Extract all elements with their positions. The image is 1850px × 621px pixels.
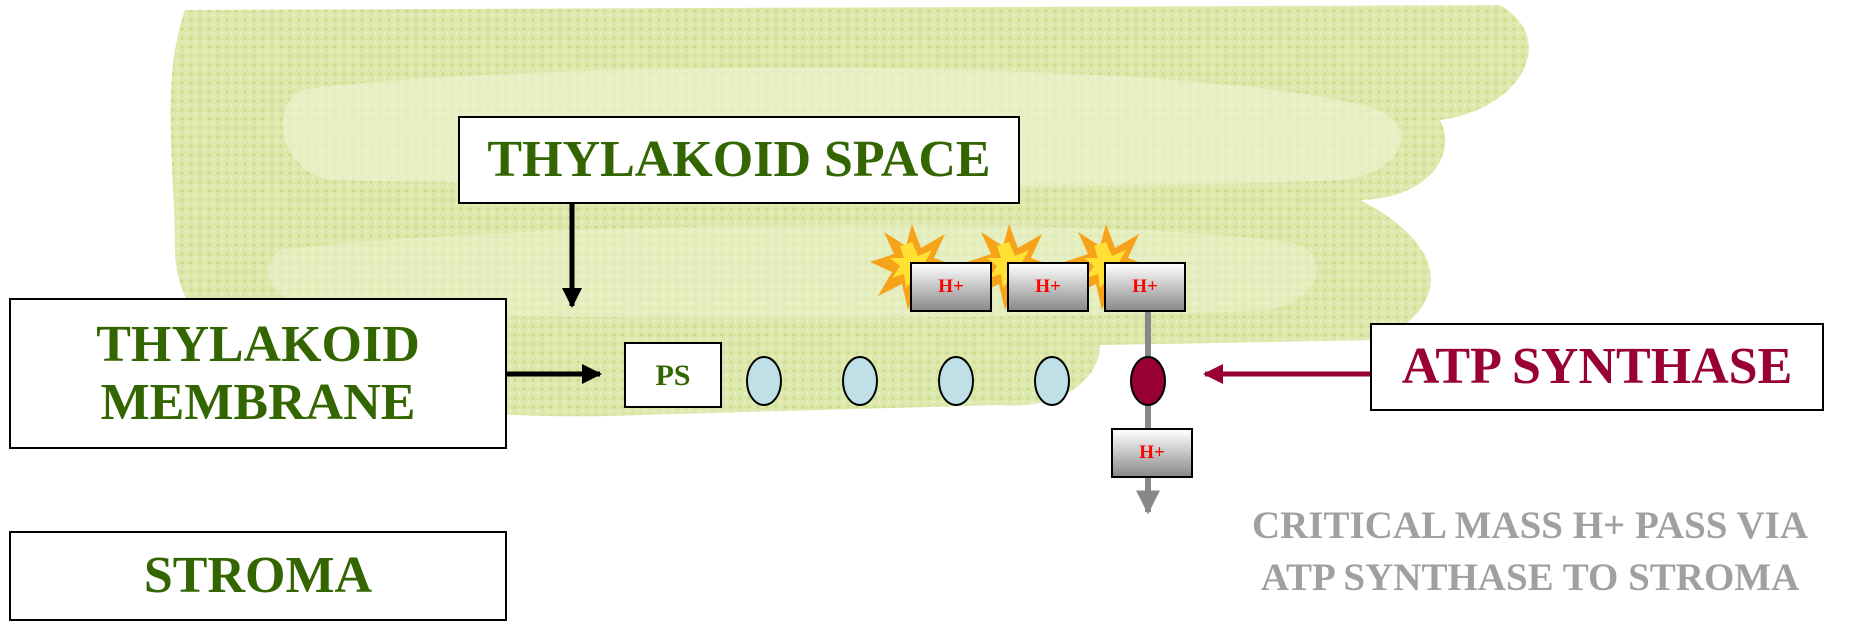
atp-synthase-channel [1130, 356, 1166, 406]
photosystem-box: PS [624, 342, 722, 408]
thylakoid-background [170, 5, 1529, 417]
atp-synthase-label: ATP SYNTHASE [1370, 323, 1824, 411]
photosystem-text: PS [655, 358, 691, 392]
proton-box-3: H+ [1104, 262, 1186, 312]
carrier-oval-4 [1034, 356, 1070, 406]
proton-box-passing: H+ [1111, 428, 1193, 478]
carrier-oval-2 [842, 356, 878, 406]
thylakoid-membrane-line1: THYLAKOID [96, 316, 420, 374]
thylakoid-space-text: THYLAKOID SPACE [487, 131, 991, 189]
caption-line2: ATP SYNTHASE TO STROMA [1260, 556, 1800, 599]
thylakoid-membrane-line2: MEMBRANE [100, 373, 416, 431]
thylakoid-space-label: THYLAKOID SPACE [458, 116, 1020, 204]
proton-box-2: H+ [1007, 262, 1089, 312]
carrier-oval-3 [938, 356, 974, 406]
caption: CRITICAL MASS H+ PASS VIA ATP SYNTHASE T… [1215, 500, 1845, 604]
caption-line1: CRITICAL MASS H+ PASS VIA [1251, 504, 1809, 547]
stroma-text: STROMA [143, 547, 373, 605]
thylakoid-membrane-label: THYLAKOID MEMBRANE [9, 298, 507, 449]
atp-synthase-text: ATP SYNTHASE [1401, 338, 1793, 396]
proton-box-1: H+ [910, 262, 992, 312]
stroma-label: STROMA [9, 531, 507, 621]
carrier-oval-1 [746, 356, 782, 406]
